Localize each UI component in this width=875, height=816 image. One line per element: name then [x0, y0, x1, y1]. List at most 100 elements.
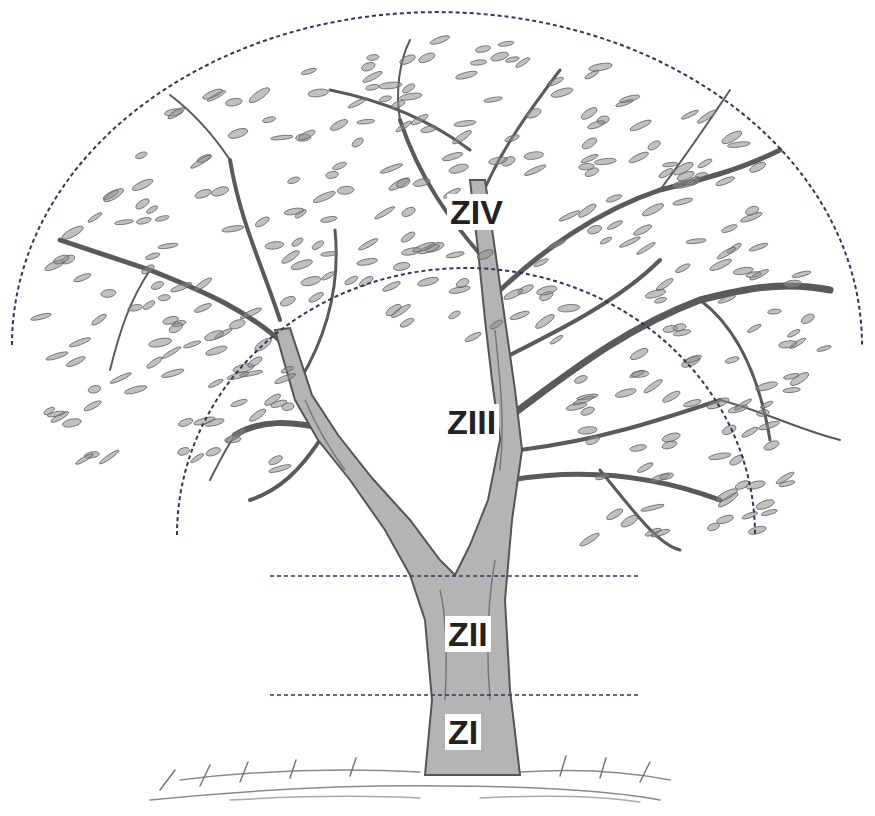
leaf — [192, 276, 213, 293]
leaf — [733, 266, 754, 276]
leaf — [629, 118, 652, 133]
leaf — [393, 261, 411, 271]
leaf — [148, 336, 172, 348]
leaf — [398, 53, 416, 66]
leaf — [650, 528, 670, 539]
leaf — [745, 479, 766, 491]
leaf — [578, 426, 598, 435]
leaf — [379, 162, 403, 175]
leaf — [717, 294, 736, 305]
leaf — [585, 434, 601, 447]
leaf — [619, 235, 641, 248]
leaf — [748, 160, 767, 174]
leaf — [297, 128, 316, 142]
leaf — [262, 116, 276, 124]
leaf — [661, 389, 681, 404]
leaf — [367, 54, 380, 61]
leaf — [161, 345, 182, 360]
leaf — [629, 444, 647, 453]
leaf — [248, 407, 268, 423]
leaf — [358, 274, 375, 288]
leaf — [379, 95, 392, 103]
leaf — [68, 336, 91, 348]
leaf — [131, 177, 154, 193]
leaf — [365, 83, 379, 91]
leaf — [470, 59, 487, 66]
leaf — [321, 270, 336, 281]
leaf — [399, 316, 415, 328]
leaf — [662, 162, 678, 168]
leaf — [88, 384, 102, 394]
leaf — [503, 287, 524, 302]
leaf — [584, 69, 600, 80]
leaf — [145, 204, 158, 215]
leaf — [65, 355, 86, 369]
leaf — [683, 354, 702, 365]
leaf — [332, 161, 348, 172]
leaf — [140, 263, 155, 276]
leaf — [193, 302, 212, 314]
leaf — [647, 139, 662, 152]
leaf — [605, 193, 622, 203]
leaf — [190, 452, 205, 464]
leaf — [412, 177, 431, 188]
leaf — [356, 257, 378, 266]
zone-line — [270, 575, 640, 577]
zone-line — [270, 694, 640, 696]
leaf — [741, 510, 758, 520]
leaf — [631, 370, 649, 378]
leaf — [587, 224, 603, 236]
leaf — [640, 503, 664, 513]
leaf — [489, 318, 504, 330]
leaf — [308, 88, 329, 98]
leaf — [183, 340, 202, 350]
leaf — [778, 340, 797, 349]
leaf — [661, 440, 678, 451]
leaf — [686, 238, 707, 245]
leaf — [605, 507, 624, 522]
leaf — [578, 163, 594, 171]
leaf — [720, 129, 743, 146]
leaf — [207, 378, 223, 389]
leaf — [347, 97, 367, 110]
leaf — [775, 470, 795, 485]
leaf — [361, 61, 377, 73]
leaf — [239, 306, 262, 320]
leaf — [395, 177, 411, 190]
leaf — [225, 427, 247, 445]
leaf — [301, 67, 317, 76]
leaf — [789, 370, 811, 388]
leaf — [300, 275, 322, 288]
leaf — [205, 446, 221, 458]
leaf — [816, 344, 831, 352]
leaf — [490, 50, 510, 62]
leaf — [357, 119, 375, 125]
leaf — [599, 236, 612, 245]
leaf — [401, 205, 417, 218]
leaf — [161, 367, 185, 379]
leaf — [162, 315, 179, 326]
leaf — [641, 201, 665, 218]
leaf — [167, 106, 186, 121]
leaf — [523, 163, 547, 177]
leaf — [442, 151, 464, 163]
leaf — [756, 409, 769, 417]
leaf — [744, 205, 760, 217]
leaf — [577, 202, 598, 219]
leaf — [791, 270, 811, 279]
leaf — [515, 56, 531, 69]
leaf — [581, 136, 599, 151]
leaf — [672, 323, 686, 333]
leaf — [681, 109, 700, 121]
leaf — [136, 216, 152, 225]
zone-arc — [177, 268, 755, 535]
leaf — [73, 272, 92, 283]
leaf — [741, 425, 760, 438]
leaf — [227, 127, 249, 141]
leaf — [202, 87, 224, 101]
leaf — [709, 257, 733, 273]
leaf — [619, 94, 640, 105]
leaf — [274, 372, 297, 386]
leaf — [697, 157, 713, 169]
